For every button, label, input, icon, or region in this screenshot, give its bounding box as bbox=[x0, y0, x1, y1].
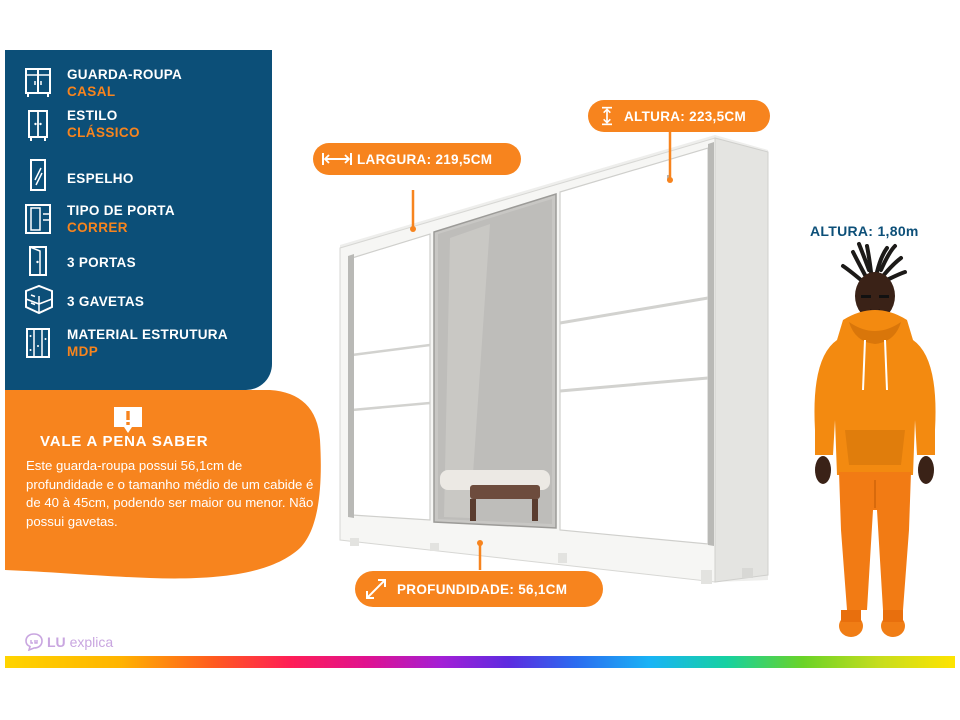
spec-item-material: MATERIAL ESTRUTURA MDP bbox=[5, 326, 272, 366]
person-illustration bbox=[805, 240, 945, 650]
width-dimension-label: LARGURA: 219,5CM bbox=[357, 151, 493, 167]
height-dimension-pill: ALTURA: 223,5CM bbox=[588, 100, 770, 132]
spec-value: CORRER bbox=[67, 220, 128, 235]
spec-label: TIPO DE PORTA bbox=[67, 203, 175, 218]
sliding-door-icon bbox=[23, 202, 53, 236]
lu-explica-logo: LU explica bbox=[25, 633, 114, 652]
spec-item-portas: 3 PORTAS bbox=[5, 244, 272, 286]
door-icon bbox=[23, 244, 53, 278]
rainbow-footer-bar bbox=[5, 656, 955, 668]
height-arrow-icon bbox=[598, 106, 616, 126]
spec-item-gavetas: 3 GAVETAS bbox=[5, 283, 272, 325]
info-callout: VALE A PENA SABER Este guarda-roupa poss… bbox=[0, 380, 330, 590]
width-arrow-icon bbox=[321, 149, 353, 169]
logo-bold-text: LU bbox=[47, 634, 66, 650]
wood-panel-icon bbox=[23, 326, 53, 360]
spec-item-tipo-de-porta: TIPO DE PORTA CORRER bbox=[5, 202, 272, 242]
spec-item-guarda-roupa: GUARDA-ROUPA CASAL bbox=[5, 66, 272, 106]
spec-label: GUARDA-ROUPA bbox=[67, 67, 183, 82]
spec-label: ESPELHO bbox=[67, 171, 134, 186]
drawers-icon bbox=[23, 283, 55, 317]
info-blob-shape bbox=[5, 390, 321, 579]
alert-icon bbox=[112, 404, 144, 436]
width-dimension-pill: LARGURA: 219,5CM bbox=[313, 143, 521, 175]
logo-rest-text: explica bbox=[69, 634, 114, 650]
info-body: Este guarda-roupa possui 56,1cm de profu… bbox=[26, 458, 314, 529]
spec-panel: GUARDA-ROUPA CASAL ESTILO CLÁSSICO ESPEL… bbox=[5, 50, 272, 390]
spec-label: ESTILO bbox=[67, 108, 118, 123]
depth-dimension-pill: PROFUNDIDADE: 56,1CM bbox=[355, 571, 603, 607]
style-cabinet-icon bbox=[23, 109, 53, 143]
person-height-caption: ALTURA: 1,80m bbox=[810, 223, 919, 239]
spec-value: MDP bbox=[67, 344, 99, 359]
spec-value: CASAL bbox=[67, 84, 116, 99]
wardrobe-illustration bbox=[320, 120, 780, 590]
speech-bubble-icon bbox=[25, 633, 43, 652]
height-dimension-label: ALTURA: 223,5CM bbox=[624, 108, 747, 124]
spec-value: CLÁSSICO bbox=[67, 125, 140, 140]
info-title: VALE A PENA SABER bbox=[40, 433, 209, 450]
wardrobe-icon bbox=[23, 66, 53, 100]
mirror-icon bbox=[23, 158, 53, 192]
depth-dimension-label: PROFUNDIDADE: 56,1CM bbox=[397, 581, 568, 597]
spec-item-espelho: ESPELHO bbox=[5, 158, 272, 200]
spec-label: 3 GAVETAS bbox=[67, 294, 145, 309]
spec-label: MATERIAL ESTRUTURA bbox=[67, 327, 228, 342]
spec-item-estilo: ESTILO CLÁSSICO bbox=[5, 107, 272, 147]
spec-label: 3 PORTAS bbox=[67, 255, 136, 270]
depth-arrow-icon bbox=[363, 576, 389, 602]
